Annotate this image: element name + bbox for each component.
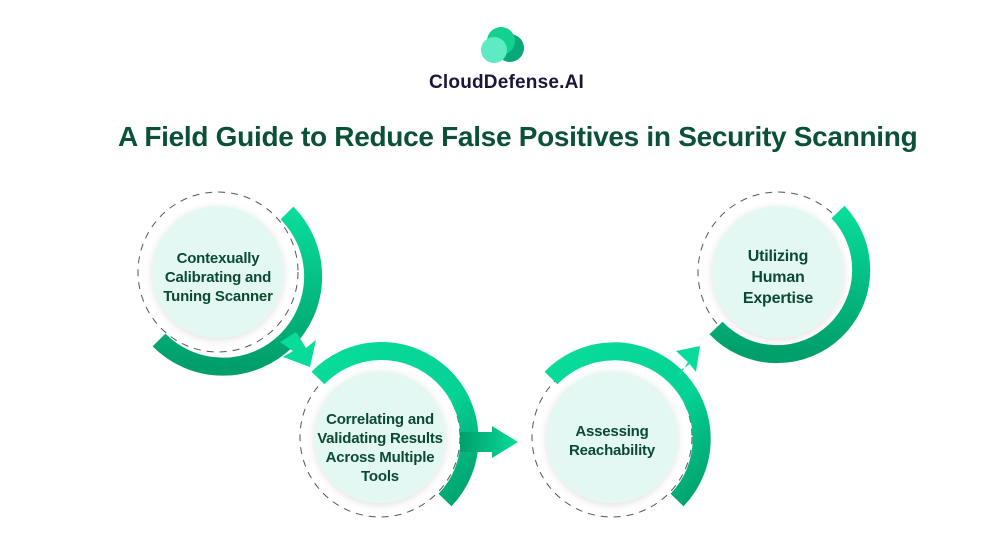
dashed-ring [137,191,299,353]
brand-name: CloudDefense.AI [428,72,585,93]
brand-logo [0,24,1000,68]
step-1-label: Contexually Calibrating and Tuning Scann… [163,250,273,305]
step-3 [531,342,711,518]
step-4-label: Utilizing Human Expertise [742,248,814,307]
progress-arc [544,342,711,507]
dashed-ring [531,356,693,518]
step-circle [712,206,844,338]
arrow-right-icon [460,426,518,458]
step-4 [697,191,871,364]
step-2-label: Correlating and Validating Results Acros… [317,411,443,485]
arrow-up-right-icon [676,346,700,378]
progress-arc [311,341,479,507]
progress-arc [709,205,871,364]
step-circle [152,206,284,338]
cloud-circles-icon [481,27,524,63]
arrow-down-right-icon [280,332,316,367]
step-3-label: Assessing Reachability [569,423,655,459]
step-circle [546,371,678,503]
page-title: A Field Guide to Reduce False Positives … [118,121,918,152]
step-circle [314,371,446,503]
